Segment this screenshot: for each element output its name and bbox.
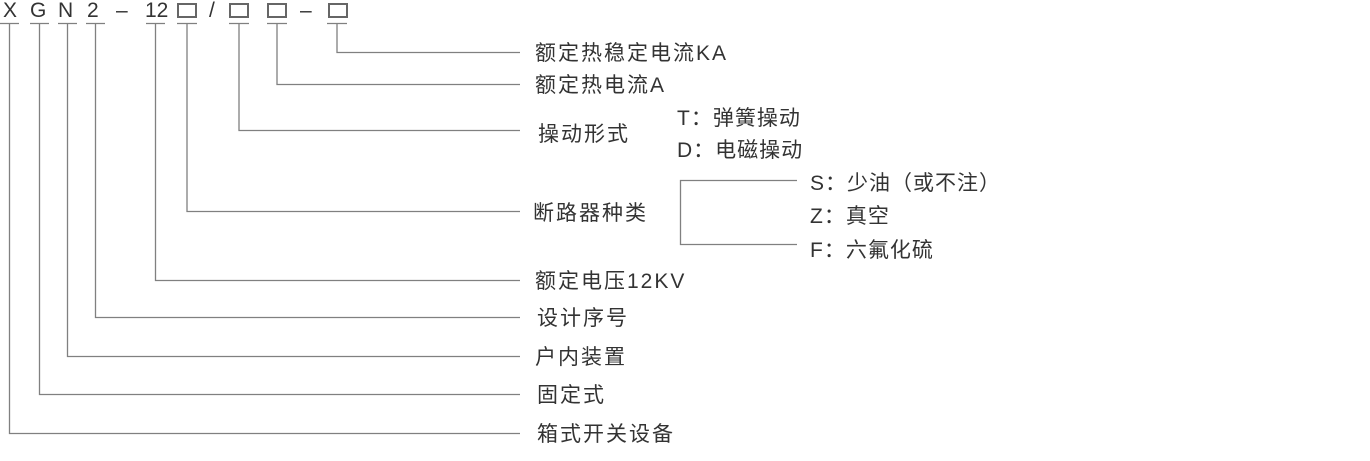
leader-line-x bbox=[0, 22, 520, 435]
code-dash: – bbox=[116, 0, 128, 22]
option-vacuum: Z：真空 bbox=[810, 205, 890, 228]
code-placeholder-box-thermal-current bbox=[267, 3, 287, 18]
label-circuit-breaker-type: 断路器种类 bbox=[533, 202, 648, 225]
option-spring-operated: T：弹簧操动 bbox=[677, 107, 801, 130]
breaker-type-bracket bbox=[679, 179, 797, 246]
label-indoor-installation: 户内装置 bbox=[535, 346, 627, 369]
leader-line-g bbox=[30, 22, 520, 396]
code-segment-g: G bbox=[30, 0, 47, 22]
leader-line-box2 bbox=[229, 22, 520, 132]
code-dash: – bbox=[300, 0, 312, 22]
label-design-serial-number: 设计序号 bbox=[537, 307, 629, 330]
label-rated-thermal-current: 额定热电流A bbox=[535, 74, 667, 97]
label-rated-voltage: 额定电压12KV bbox=[535, 270, 687, 293]
label-rated-thermal-stability-current: 额定热稳定电流KA bbox=[535, 42, 729, 65]
leader-line-n bbox=[58, 22, 520, 358]
leader-line-box4 bbox=[327, 22, 520, 54]
option-low-oil: S：少油（或不注） bbox=[810, 172, 1002, 195]
leader-line-2 bbox=[86, 22, 520, 319]
code-segment-x: X bbox=[3, 0, 18, 22]
code-placeholder-box-operating-mechanism bbox=[229, 3, 249, 18]
code-placeholder-box-breaker-type bbox=[177, 3, 197, 18]
leader-line-box1 bbox=[177, 22, 520, 213]
code-segment-2: 2 bbox=[87, 0, 99, 22]
label-fixed-type: 固定式 bbox=[537, 384, 606, 407]
label-box-type-switchgear: 箱式开关设备 bbox=[537, 423, 675, 446]
option-electromagnetic-operated: D：电磁操动 bbox=[677, 139, 804, 162]
code-placeholder-box-thermal-stability bbox=[328, 3, 348, 18]
code-segment-n: N bbox=[58, 0, 74, 22]
leader-line-box3 bbox=[267, 22, 520, 86]
leader-line-12 bbox=[146, 22, 520, 282]
code-segment-12: 12 bbox=[145, 0, 169, 22]
option-sf6: F：六氟化硫 bbox=[810, 239, 934, 262]
code-slash: / bbox=[209, 0, 215, 22]
label-operating-mechanism: 操动形式 bbox=[538, 123, 630, 146]
